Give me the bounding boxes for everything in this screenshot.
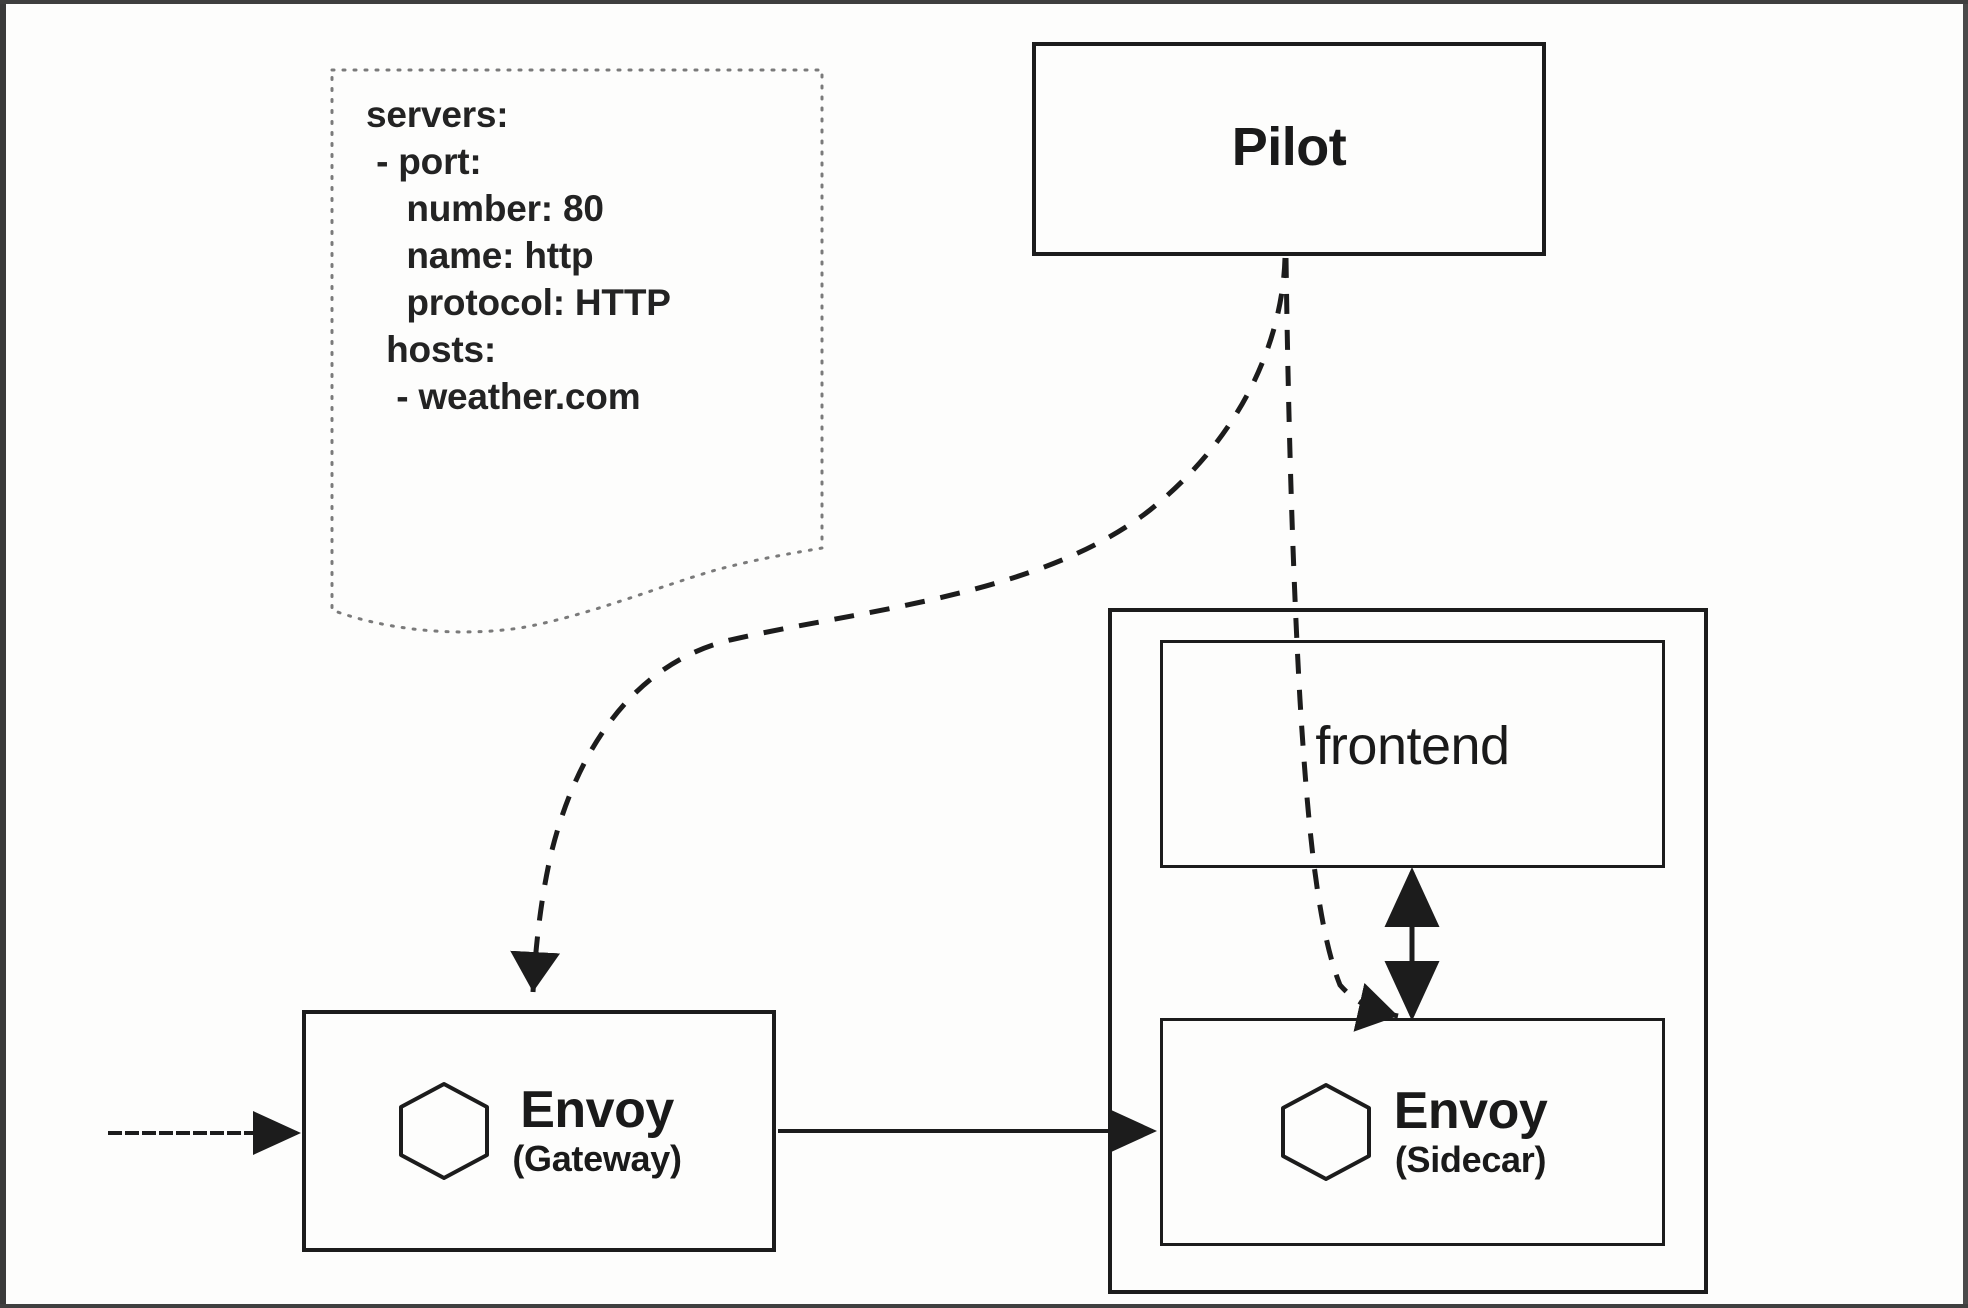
pilot-label: Pilot	[1231, 117, 1347, 177]
scan-edge-bottom	[0, 1304, 1968, 1308]
envoy-sidecar-box[interactable]: Envoy (Sidecar)	[1160, 1018, 1665, 1246]
hexagon-icon	[1278, 1080, 1374, 1184]
scan-edge-top	[0, 0, 1968, 4]
scan-edge-right	[1963, 0, 1968, 1308]
envoy-sidecar-name: Envoy	[1393, 1082, 1548, 1141]
yaml-config-callout: servers: - port: number: 80 name: http p…	[330, 66, 826, 636]
envoy-gateway-role: (Gateway)	[512, 1138, 682, 1180]
envoy-gateway-box[interactable]: Envoy (Gateway)	[302, 1010, 776, 1252]
yaml-config-text: servers: - port: number: 80 name: http p…	[366, 94, 671, 417]
envoy-gateway-name: Envoy	[520, 1081, 674, 1140]
frontend-box[interactable]: frontend	[1160, 640, 1665, 868]
hexagon-icon	[396, 1079, 492, 1183]
envoy-sidecar-role: (Sidecar)	[1394, 1139, 1547, 1181]
scan-edge-left	[0, 0, 6, 1308]
pilot-box[interactable]: Pilot	[1032, 42, 1546, 256]
frontend-label: frontend	[1315, 716, 1510, 776]
